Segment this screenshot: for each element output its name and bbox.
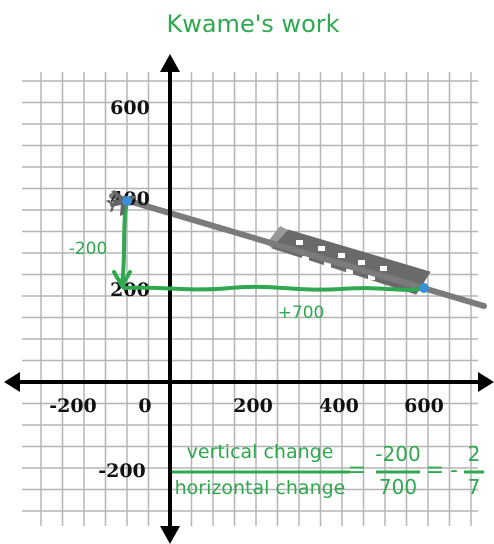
- fraction1-denominator: 700: [379, 475, 417, 499]
- end-point: [419, 283, 429, 293]
- horizontal-change-label: +700: [278, 303, 325, 323]
- x-tick-label: -200: [49, 395, 97, 417]
- fraction1-numerator: -200: [375, 442, 420, 466]
- y-tick-label: 600: [110, 97, 150, 119]
- slope-equation: vertical change horizontal change = -200…: [172, 441, 484, 499]
- fraction2-denominator: 7: [468, 475, 481, 499]
- x-tick-label: 400: [319, 395, 359, 417]
- title: Kwame's work: [166, 10, 339, 38]
- fraction2-numerator: 2: [468, 442, 481, 466]
- equals-sign: =: [348, 458, 366, 483]
- horizontal-change-arrow: [122, 284, 422, 292]
- start-point: [122, 196, 132, 206]
- y-tick-label: -200: [98, 460, 146, 482]
- vertical-change-arrow: [112, 200, 132, 288]
- x-tick-label: 200: [233, 395, 273, 417]
- x-tick-label: 0: [138, 395, 151, 417]
- equals-sign: =: [426, 458, 444, 483]
- y-axis: [160, 54, 180, 544]
- y-tick-label: 200: [110, 279, 150, 301]
- grid: [22, 72, 478, 526]
- x-axis: [4, 372, 494, 392]
- denominator-label: horizontal change: [175, 477, 346, 499]
- vertical-change-label: -200: [69, 239, 108, 259]
- x-tick-label: 600: [404, 395, 444, 417]
- minus-sign: -: [450, 458, 458, 483]
- numerator-label: vertical change: [187, 441, 334, 463]
